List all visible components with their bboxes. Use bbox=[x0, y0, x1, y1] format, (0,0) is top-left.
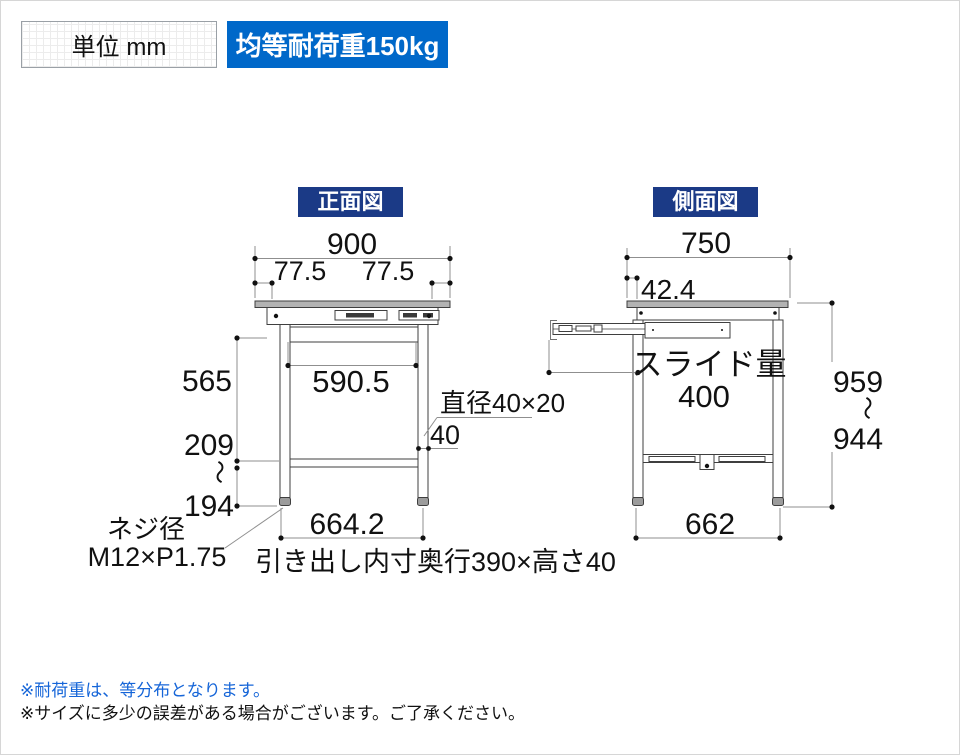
side-dim-overhang: 42.4 bbox=[641, 274, 696, 305]
front-label-screw-1: ネジ径 bbox=[107, 514, 185, 544]
note-size-tolerance: ※サイズに多少の誤差がある場合がございます。ご了承ください。 bbox=[20, 704, 526, 723]
front-dim-top-width: 900 bbox=[327, 228, 377, 261]
front-tabletop bbox=[254, 300, 451, 308]
side-drawer-rivet-left bbox=[652, 329, 654, 331]
note-load-distribution: ※耐荷重は、等分布となります。 bbox=[20, 681, 271, 700]
side-rail-plate-right bbox=[718, 456, 766, 462]
front-dim-adjust-max: 209 bbox=[184, 429, 234, 462]
front-dim-leg-width: 40 bbox=[430, 420, 460, 450]
unit-label: 単位 mm bbox=[71, 34, 167, 61]
side-view-dimensions: 750 42.4 959 〜 944 スライド量 400 bbox=[546, 227, 883, 541]
front-label-screw-2: M12×P1.75 bbox=[88, 542, 227, 572]
side-dim-height-tilde: 〜 bbox=[853, 396, 880, 420]
side-drawer-rivet-right bbox=[721, 329, 723, 331]
front-lower-rail bbox=[289, 458, 419, 468]
front-dim-left-overhang: 77.5 bbox=[274, 256, 327, 286]
side-apron bbox=[636, 307, 780, 321]
front-view-dimensions: 900 77.5 77.5 590.5 565 bbox=[88, 228, 616, 577]
unit-box: 単位 mm bbox=[21, 21, 217, 68]
front-nameplate-right-mark bbox=[403, 313, 417, 318]
side-dim-height-min: 944 bbox=[833, 423, 883, 456]
side-slide-detail-1 bbox=[558, 325, 573, 332]
side-rail-plate-left bbox=[648, 456, 696, 462]
front-view-title: 正面図 bbox=[298, 187, 403, 217]
front-nameplate-right bbox=[398, 310, 440, 321]
side-dim-slide-value: 400 bbox=[678, 379, 730, 414]
front-dim-leg-span: 664.2 bbox=[309, 508, 384, 541]
side-slide-detail-2 bbox=[575, 325, 592, 332]
side-slide-bracket bbox=[550, 320, 557, 340]
load-capacity-label: 均等耐荷重150kg bbox=[235, 31, 440, 61]
front-drawer-front bbox=[289, 326, 419, 343]
front-dim-adjust-min: 194 bbox=[184, 490, 234, 523]
side-bolt-right bbox=[773, 311, 777, 315]
front-dim-upper-height: 565 bbox=[182, 365, 232, 398]
front-dim-drawer-width: 590.5 bbox=[312, 364, 390, 399]
side-drawer-box bbox=[644, 322, 731, 339]
side-rail-bracket bbox=[699, 454, 715, 470]
front-foot-left bbox=[279, 497, 291, 506]
front-leg-right bbox=[417, 324, 429, 498]
side-foot-left bbox=[632, 497, 644, 506]
side-dim-height-max: 959 bbox=[833, 366, 883, 399]
side-view-drawing bbox=[550, 300, 789, 506]
front-label-leg-pipe: 直径40×20 bbox=[440, 388, 565, 418]
front-bolt-left bbox=[273, 313, 279, 319]
front-view-drawing bbox=[254, 300, 451, 506]
front-nameplate-left-mark bbox=[346, 313, 374, 318]
side-rail-bolt bbox=[704, 463, 710, 469]
side-foot-right bbox=[772, 497, 784, 506]
front-dim-right-overhang: 77.5 bbox=[362, 256, 415, 286]
front-dim-adjust-tilde: 〜 bbox=[205, 460, 232, 484]
footnotes: ※耐荷重は、等分布となります。 ※サイズに多少の誤差がある場合がございます。ご了… bbox=[20, 679, 525, 725]
front-foot-right bbox=[417, 497, 429, 506]
front-label-drawer-inner: 引き出し内寸奥行390×高さ40 bbox=[255, 547, 616, 577]
side-label-slide: スライド量 bbox=[632, 347, 787, 382]
side-bolt-left bbox=[639, 311, 643, 315]
side-slide-detail-3 bbox=[593, 324, 603, 333]
front-bolt-right bbox=[426, 313, 432, 319]
side-view-title: 側面図 bbox=[653, 187, 758, 217]
load-capacity-badge: 均等耐荷重150kg bbox=[227, 21, 448, 68]
side-dim-leg-span: 662 bbox=[685, 508, 735, 541]
side-dim-top-depth: 750 bbox=[681, 227, 731, 260]
